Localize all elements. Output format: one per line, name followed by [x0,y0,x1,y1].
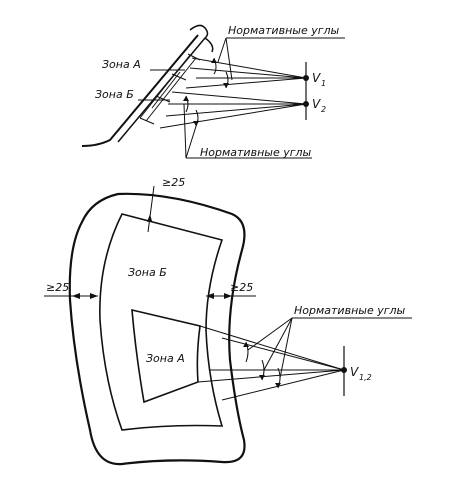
arrowhead-3 [183,96,189,101]
label-v12: V [350,365,359,379]
normative-front-leader-1 [247,317,293,351]
dim-left-arrow-left [72,293,80,299]
label-normative-front: Нормативные углы [294,304,406,317]
normative-bottom-leader-2 [185,119,199,159]
arrowhead-front-3 [275,383,281,388]
normative-bottom-leader-1 [183,103,187,159]
label-left-margin: ≥25 [46,281,69,294]
label-v1: V [312,71,321,85]
arrowhead-front-1 [243,342,249,347]
label-v1-subscript: 1 [321,79,326,88]
sight-line-front-d [197,369,345,383]
zone-strip-cross-2 [171,73,187,81]
eye-point-v1 [303,75,309,81]
label-top-margin: ≥25 [162,176,185,189]
dim-left-arrow-right [90,293,98,299]
label-zone-b-front: Зона Б [128,266,167,279]
zone-strip-line-1 [139,54,191,119]
windshield-outline-outer [68,192,246,466]
windshield-glass-outer [81,34,199,147]
sight-line-front-e [221,369,345,401]
normative-front-leader-3 [279,317,293,379]
dim-top-arrow [147,214,152,222]
dim-top-line [147,185,155,233]
sight-line-v1-a [191,57,307,79]
zone-strip-line-2 [145,57,197,122]
zone-strip-cross-4 [139,117,155,125]
zone-strip-cross-3 [155,95,171,103]
windshield-frame-top [189,24,209,39]
front-view: ≥25 ≥25 ≥25 Зона Б Зона А Нормативные уг… [44,176,412,466]
zone-a-boundary [131,308,201,404]
label-right-margin: ≥25 [230,281,253,294]
sight-line-front-a [199,325,345,371]
arrowhead-1 [211,58,217,63]
normative-top-leader-1 [217,37,227,63]
label-normative-bottom: Нормативные углы [200,146,312,159]
sight-line-v2-a [171,91,307,105]
eye-point-v12 [341,367,347,373]
sight-line-v2-d [159,103,307,129]
top-view: Нормативные углы Зона А Зона Б Нормативн… [81,24,345,159]
normative-front-leader-2 [263,317,293,371]
label-v2-subscript: 2 [321,105,326,114]
label-zone-b-top: Зона Б [95,88,134,101]
arrowhead-front-2 [259,375,265,380]
eye-point-v2 [303,101,309,107]
dim-right-arrow-left [206,293,214,299]
normative-top-leader-2 [225,37,233,81]
label-normative-top: Нормативные углы [228,24,340,37]
windshield-frame-top-right [204,37,214,53]
label-zone-a-top: Зона А [102,58,141,71]
dim-right-arrow-right [224,293,232,299]
zone-strip-line-3 [151,71,181,109]
label-v2: V [312,97,321,111]
sight-line-v2-c [165,103,307,117]
label-zone-a-front: Зона А [146,352,185,365]
zone-b-boundary [99,213,224,431]
sight-line-front-b [221,337,345,371]
sight-line-v1-b [189,67,307,79]
label-v12-subscript: 1,2 [359,373,372,382]
sight-line-v1-d [185,77,307,89]
arrowhead-2 [223,83,229,88]
